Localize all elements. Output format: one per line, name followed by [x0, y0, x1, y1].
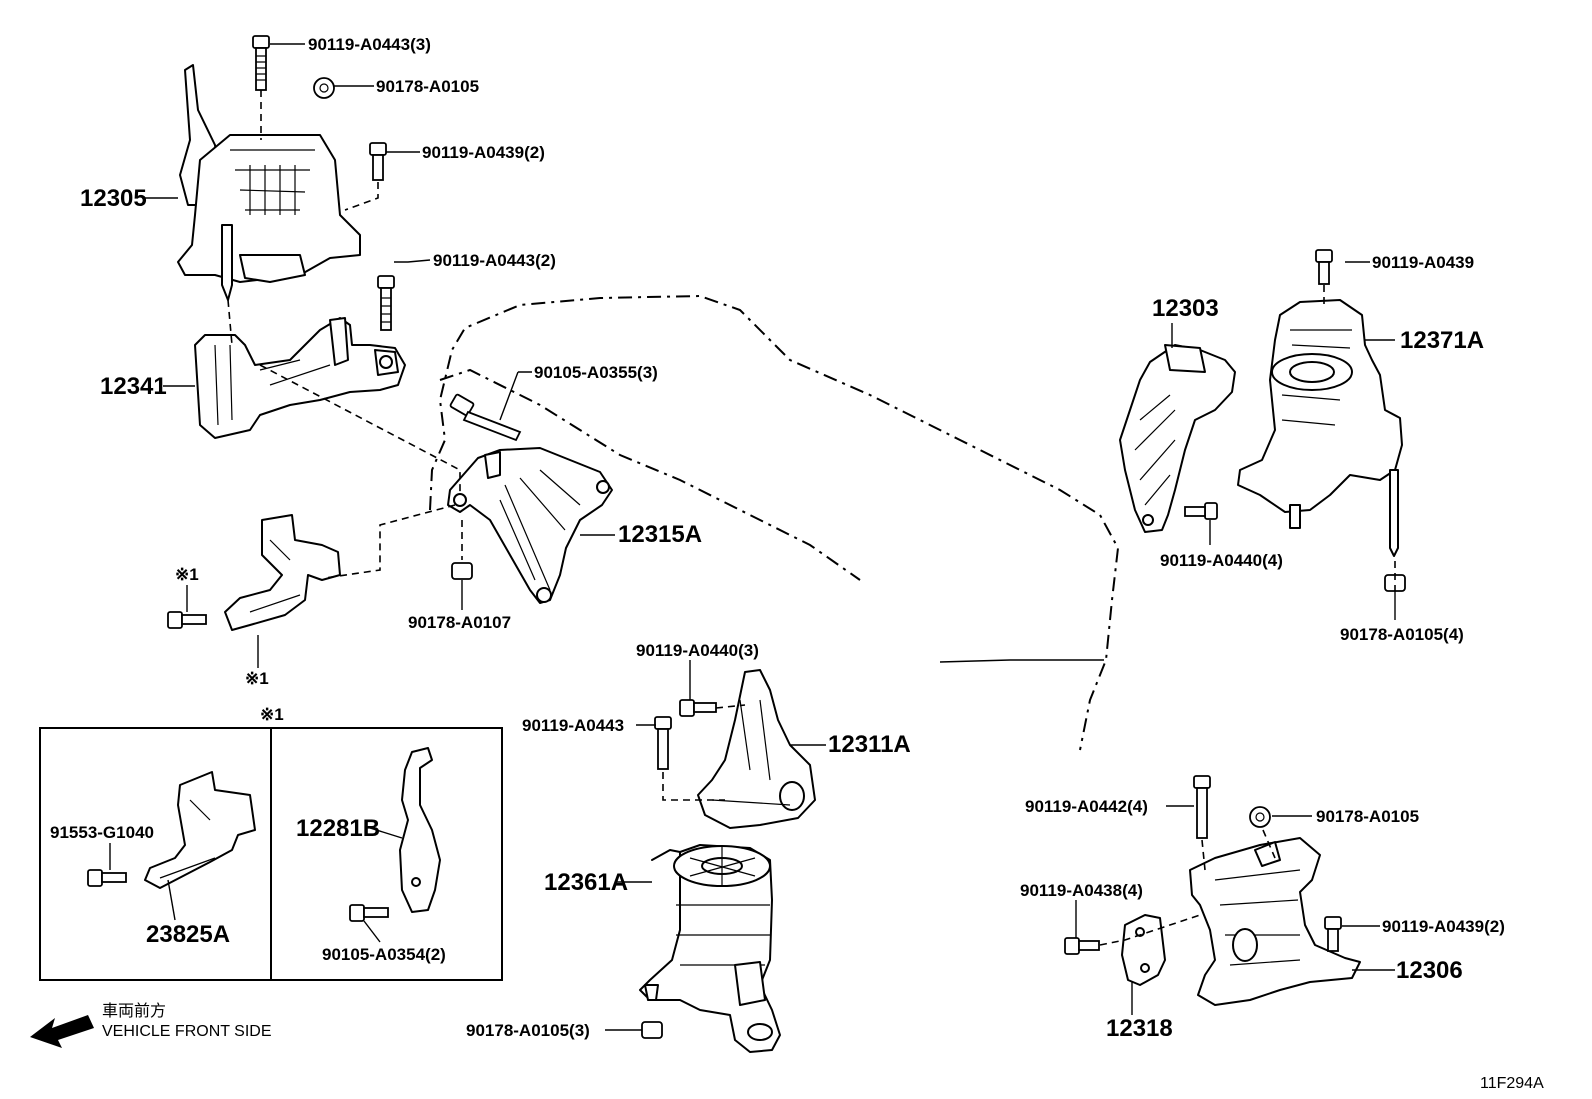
label-b-0439-right: 90119-A0439	[1372, 253, 1474, 272]
label-part-12315A: 12315A	[618, 521, 702, 548]
bolt-g1040	[87, 869, 127, 887]
label-mark1-b: ※1	[245, 669, 269, 688]
label-part-12306: 12306	[1396, 957, 1463, 984]
bolt-0354-2	[349, 904, 389, 922]
bolt-0443-3	[252, 35, 270, 91]
nut-0105-br	[1249, 806, 1271, 828]
bolt-0439-2-br	[1324, 916, 1342, 952]
assembly-line-4	[259, 364, 461, 495]
label-b-0443-3: 90119-A0443(3)	[308, 35, 431, 54]
assembly-line-3	[227, 299, 233, 346]
part-12341-bracket	[194, 317, 406, 439]
label-part-23825A: 23825A	[146, 921, 230, 948]
leader-lines	[142, 43, 1396, 1031]
inset-clip-12281B	[399, 747, 441, 913]
part-12318-plate	[1121, 914, 1166, 986]
bolt-0439-right	[1315, 249, 1333, 285]
assembly-line-11	[1201, 839, 1206, 871]
label-part-12371A: 12371A	[1400, 327, 1484, 354]
assembly-line-9	[1262, 829, 1276, 859]
part-12315A-bracket	[447, 447, 613, 604]
inset-leader-4	[363, 920, 381, 943]
label-b-0439-2-br: 90119-A0439(2)	[1382, 917, 1505, 936]
label-part-12311A: 12311A	[828, 731, 911, 758]
label-b-0443-2: 90119-A0443(2)	[433, 251, 556, 270]
assembly-line-8	[715, 704, 746, 709]
label-part-12341: 12341	[100, 373, 167, 400]
label-b-g1040: 91553-G1040	[50, 823, 154, 842]
bolt-0355-3	[449, 393, 522, 442]
inset-box	[39, 727, 503, 981]
label-b-0443-mid: 90119-A0443	[522, 716, 624, 735]
label-b-0355-3: 90105-A0355(3)	[534, 363, 658, 382]
label-b-0440-4: 90119-A0440(4)	[1160, 551, 1283, 570]
bolt-0439-2-top	[369, 142, 387, 181]
engine-outline-bottom	[939, 659, 1104, 663]
label-b-0442-4: 90119-A0442(4)	[1025, 797, 1148, 816]
label-mark1-a: ※1	[175, 565, 199, 584]
label-b-0438-4: 90119-A0438(4)	[1020, 881, 1143, 900]
nut-0107	[451, 562, 473, 580]
assembly-line-7	[662, 772, 725, 801]
label-n-0105-4: 90178-A0105(4)	[1340, 625, 1464, 644]
label-part-12303: 12303	[1152, 295, 1219, 322]
part-12306-mount	[1189, 837, 1361, 1006]
nut-0105-top	[313, 77, 335, 99]
bolt-0440-4	[1184, 502, 1218, 520]
arrow-left-icon	[30, 1015, 94, 1048]
engine-outline	[429, 294, 1120, 751]
part-heat-insulator	[224, 514, 341, 631]
bolt-mark1	[167, 611, 207, 629]
bolt-0438-4	[1064, 937, 1100, 955]
label-front-jp: 車両前方	[102, 1001, 166, 1020]
label-n-0105-br: 90178-A0105	[1316, 807, 1419, 826]
label-part-12281B: 12281B	[296, 815, 380, 842]
part-12361A-mount	[639, 844, 781, 1053]
label-part-12318: 12318	[1106, 1015, 1173, 1042]
assembly-line-2	[344, 182, 379, 211]
label-part-12361A: 12361A	[544, 869, 628, 896]
label-b-0354-2: 90105-A0354(2)	[322, 945, 446, 964]
label-b-0439-2-top: 90119-A0439(2)	[422, 143, 545, 162]
label-fig-code: 11F294A	[1480, 1075, 1544, 1092]
part-12371A-mount	[1237, 299, 1403, 557]
bolt-0443-2	[377, 275, 395, 331]
label-n-0105-top: 90178-A0105	[376, 77, 479, 96]
nut-0105-3	[641, 1021, 663, 1039]
part-12305-mount	[177, 64, 361, 301]
assembly-line-5	[324, 504, 456, 579]
label-part-12305: 12305	[80, 185, 147, 212]
label-front-en: VEHICLE FRONT SIDE	[102, 1023, 272, 1040]
part-12311A-mount	[697, 669, 816, 829]
bolt-0440-3	[679, 699, 717, 717]
label-n-0107: 90178-A0107	[408, 613, 511, 632]
part-12303-bracket	[1119, 344, 1236, 533]
label-n-0105-3: 90178-A0105(3)	[466, 1021, 590, 1040]
inset-leader-3	[369, 827, 403, 839]
engine-outline-lower	[439, 368, 861, 581]
assembly-line-10	[1099, 914, 1201, 946]
label-b-0440-3: 90119-A0440(3)	[636, 641, 759, 660]
bolt-0443-mid	[654, 716, 672, 770]
inset-insulator	[144, 771, 256, 889]
inset-leader-2	[167, 879, 176, 921]
label-mark1-box: ※1	[260, 705, 284, 724]
bolt-0442-4	[1193, 775, 1211, 839]
